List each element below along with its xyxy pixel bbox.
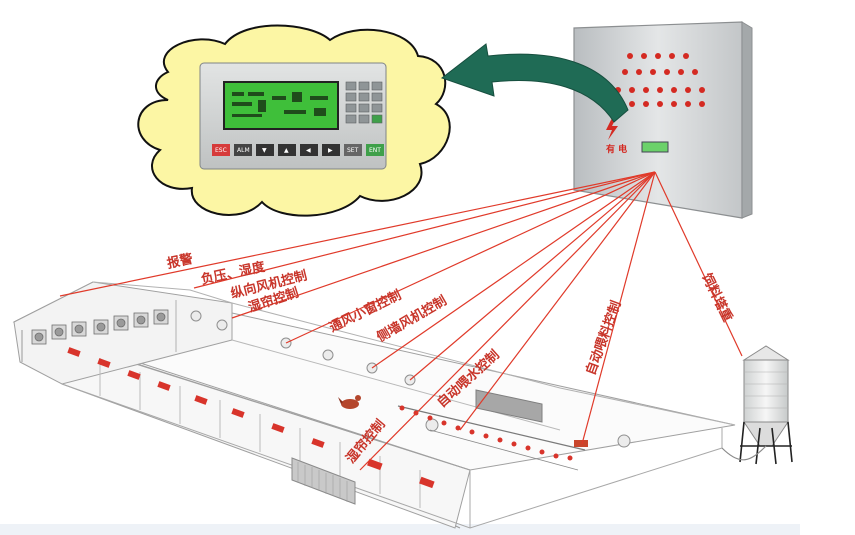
ent-key[interactable]: [366, 144, 384, 156]
up-key-label: ▲: [284, 147, 289, 154]
set-key-label: SET: [347, 147, 359, 154]
esc-key-label: ESC: [215, 147, 227, 154]
down-key[interactable]: [256, 144, 274, 156]
label-silo: 饲料塔重: [698, 270, 736, 325]
bottom-band: [0, 524, 800, 535]
tunnel-fans: [31, 309, 169, 345]
label-alarm: 报警: [166, 251, 195, 272]
side-vent-windows: [67, 347, 435, 489]
poultry-house: [12, 281, 736, 529]
left-key-label: ◀: [306, 147, 311, 154]
left-key[interactable]: [300, 144, 318, 156]
hen-icon: [338, 395, 361, 409]
lightning-icon: [606, 118, 618, 140]
cabinet-logo-text: 有 电: [606, 143, 627, 155]
right-key[interactable]: [322, 144, 340, 156]
right-key-label: ▶: [328, 147, 333, 154]
down-key-label: ▼: [262, 147, 267, 154]
lcd-content: [232, 92, 328, 117]
zoom-arrow: [440, 43, 629, 123]
wet-curtain-panel: [291, 457, 356, 505]
set-key[interactable]: [344, 144, 362, 156]
cabinet-display: [641, 141, 669, 153]
alm-key[interactable]: [234, 144, 252, 156]
control-cabinet: 有 电: [573, 21, 753, 219]
feed-silo: [721, 345, 793, 465]
indicator-lights: [615, 53, 705, 107]
esc-key[interactable]: [212, 144, 230, 156]
function-keys: ESC ALM ▼ ▲ ◀ ▶ SET ENT: [212, 144, 384, 156]
ent-key-label: ENT: [369, 147, 381, 154]
control-wires: [59, 171, 743, 471]
feed-water-line: [397, 405, 588, 471]
up-key[interactable]: [278, 144, 296, 156]
numeric-keypad: [345, 81, 383, 124]
alm-key-label: ALM: [237, 147, 250, 154]
interior-window: [475, 389, 543, 423]
controller-panel: ESC ALM ▼ ▲ ◀ ▶ SET ENT: [199, 62, 387, 170]
